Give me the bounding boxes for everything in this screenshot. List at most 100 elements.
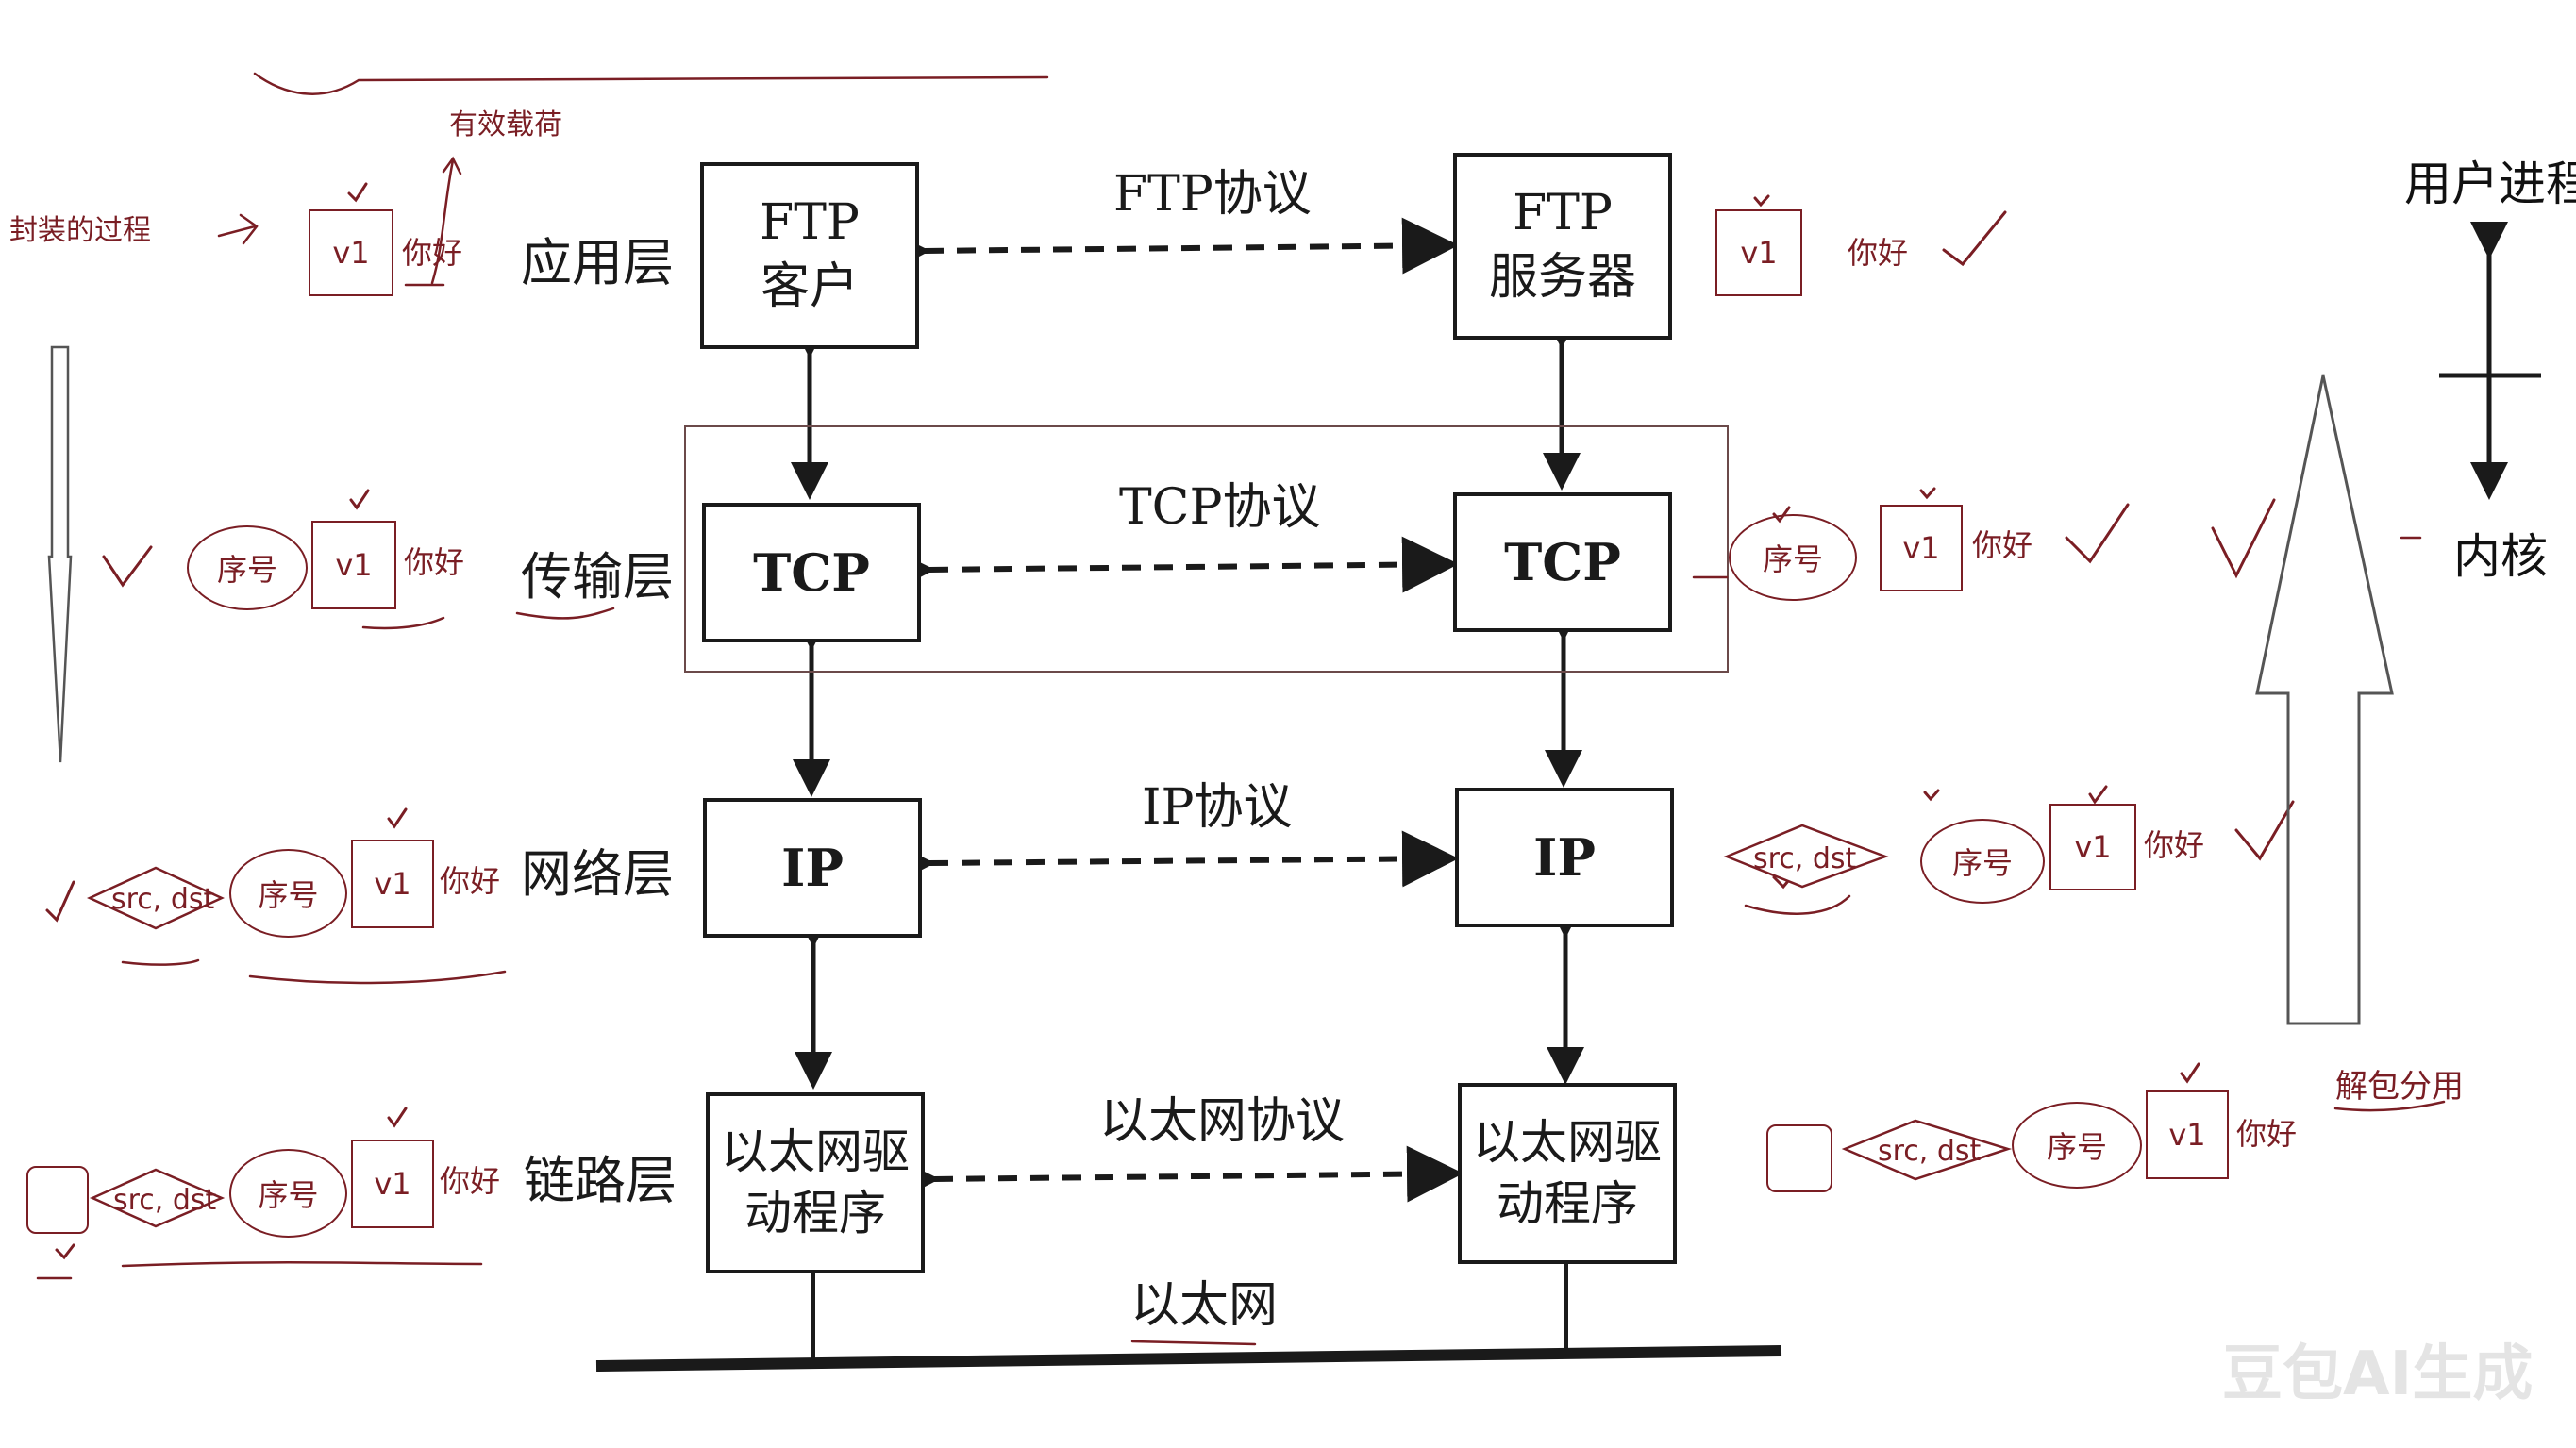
underline-right-network [1744, 894, 1851, 915]
check-icon [349, 489, 370, 510]
underline-transport [515, 607, 615, 620]
encapsulation-down-arrow [47, 345, 73, 763]
check-icon [2180, 1062, 2200, 1084]
hello-text-network-right: 你好 [2144, 827, 2205, 863]
check-icon [1942, 210, 2007, 267]
payload-arrow [430, 156, 462, 285]
v1-box-app-left: v1 [309, 209, 393, 296]
eth-right-box: 以太网驱 动程序 [1458, 1083, 1677, 1264]
check-icon [387, 807, 408, 829]
underline-network-1 [121, 958, 200, 966]
eth-peer-arrow [882, 1145, 1464, 1208]
user-process-label: 用户进程 [2404, 157, 2576, 211]
hello-text-transport-right: 你好 [1972, 527, 2033, 563]
seq-oval-transport-left: 序号 [187, 525, 308, 610]
eth-left-line2: 动程序 [744, 1186, 886, 1240]
demux-label: 解包分用 [2335, 1068, 2464, 1106]
underline-hello-transport [361, 616, 445, 630]
srcdst-diamond-network-right [1723, 824, 1889, 889]
transport-highlight-frame [684, 425, 1729, 673]
frame-trailer-box-right [1766, 1124, 1832, 1192]
tcp-left-box: TCP [702, 503, 921, 642]
user-kernel-arrow [2439, 222, 2541, 500]
srcdst-text-link-left: src, dst [113, 1184, 217, 1217]
ip-right-label: IP [1533, 826, 1596, 888]
hello-text-link-left: 你好 [440, 1163, 501, 1199]
eth-left-box: 以太网驱 动程序 [706, 1092, 925, 1273]
check-icon [1919, 487, 1936, 500]
ip-left-label: IP [781, 837, 844, 898]
v1-box-transport-right: v1 [1880, 505, 1963, 591]
check-icon [2234, 800, 2295, 861]
hello-text-transport-left: 你好 [404, 544, 465, 580]
layer-label-application: 应用层 [521, 233, 674, 292]
layer-label-link: 链路层 [524, 1151, 677, 1210]
hello-text-link-right: 你好 [2236, 1116, 2298, 1152]
check-icon [387, 1107, 408, 1128]
protocol-label-ethernet: 以太网协议 [1099, 1093, 1346, 1150]
seq-oval-network-right: 序号 [1920, 819, 2045, 904]
protocol-label-ip: IP协议 [1142, 779, 1293, 836]
seq-oval-link-left: 序号 [229, 1149, 347, 1238]
layer-label-transport: 传输层 [521, 547, 674, 607]
ftp-client-box: FTP 客户 [700, 162, 919, 349]
v1-box-network-left: v1 [351, 840, 434, 928]
ftp-server-line2: 服务器 [1488, 249, 1636, 306]
ip-left-box: IP [703, 798, 922, 938]
frame-trailer-box-left [26, 1166, 89, 1234]
tcp-peer-arrow [878, 536, 1459, 599]
kernel-label: 内核 [2453, 529, 2548, 584]
ip-right-box: IP [1455, 788, 1674, 927]
ethernet-bus [595, 1264, 1782, 1372]
srcdst-text-network-left: src, dst [111, 883, 215, 916]
v1-box-link-right: v1 [2146, 1090, 2229, 1179]
ftp-server-line1: FTP [1513, 185, 1613, 242]
check-icon [55, 1243, 75, 1260]
underline-demux [2333, 1100, 2446, 1112]
encapsulation-label: 封装的过程 [9, 214, 151, 247]
v1-box-transport-left: v1 [311, 521, 396, 609]
hello-text-app-left: 你好 [402, 235, 463, 271]
check-icon [1923, 789, 1940, 802]
seq-oval-link-right: 序号 [2012, 1102, 2142, 1189]
check-icon [45, 880, 75, 923]
underline-network-2 [248, 970, 507, 985]
underline-ethernet [1130, 1340, 1257, 1346]
eth-right-line1: 以太网驱 [1473, 1115, 1662, 1170]
diamond-shapes [86, 824, 2013, 1228]
ftp-client-line1: FTP [760, 194, 860, 252]
ip-peer-arrow [878, 830, 1459, 892]
ftp-client-line2: 客户 [760, 258, 859, 315]
tcp-right-box: TCP [1453, 492, 1672, 632]
top-scribble [253, 72, 1049, 95]
check-icon [2065, 503, 2130, 564]
layer-label-network: 网络层 [521, 844, 674, 904]
peer-arrows [873, 217, 1464, 1208]
eth-left-line1: 以太网驱 [721, 1124, 910, 1179]
tcp-right-label: TCP [1504, 531, 1621, 592]
medium-label-ethernet: 以太网 [1130, 1277, 1279, 1334]
protocol-label-ftp: FTP协议 [1113, 166, 1312, 223]
check-icon [1753, 194, 1770, 208]
srcdst-diamond-link-left [89, 1168, 226, 1228]
protocol-label-tcp: TCP协议 [1119, 479, 1321, 536]
underline-link [121, 1261, 483, 1268]
eth-right-line2: 动程序 [1497, 1176, 1638, 1231]
hello-text-app-right: 你好 [1848, 235, 1909, 271]
v1-box-network-right: v1 [2049, 804, 2136, 890]
v1-box-link-left: v1 [351, 1140, 434, 1228]
srcdst-text-link-right: src, dst [1878, 1135, 1982, 1168]
srcdst-diamond-link-right [1841, 1119, 2013, 1181]
check-icon [2211, 498, 2276, 579]
srcdst-text-network-right: src, dst [1753, 842, 1857, 875]
payload-label: 有效载荷 [449, 108, 562, 141]
demux-up-arrow [2255, 374, 2394, 1025]
check-icon [347, 182, 368, 203]
seq-oval-transport-right: 序号 [1729, 514, 1857, 601]
watermark: 豆包AI生成 [2222, 1340, 2534, 1409]
check-icon [102, 545, 153, 588]
srcdst-diamond-network-left [86, 866, 226, 930]
encapsulation-arrow-small [217, 213, 259, 245]
check-icon [2088, 785, 2108, 805]
